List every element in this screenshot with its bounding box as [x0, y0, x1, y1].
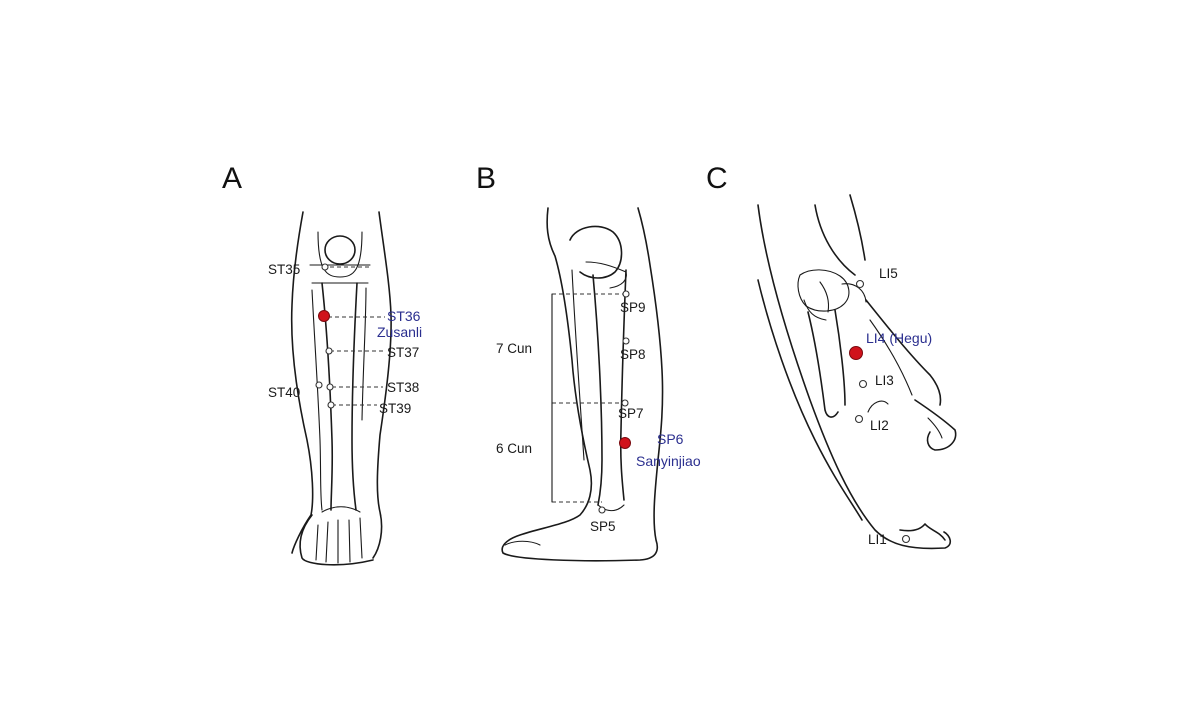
leg-medial-drawing	[501, 207, 664, 562]
sp5-point	[598, 506, 606, 514]
li3-point	[858, 379, 868, 389]
st39-label: ST39	[379, 401, 411, 416]
li2-point	[854, 414, 864, 424]
st37-point	[325, 347, 333, 355]
li3-label: LI3	[875, 373, 894, 388]
li2-label: LI2	[870, 418, 889, 433]
panel-a-label: A	[222, 162, 242, 195]
sp6-label: SP6	[657, 431, 684, 447]
sp9-label: SP9	[620, 300, 646, 315]
li5-label: LI5	[879, 266, 898, 281]
panel-b-label: B	[476, 162, 496, 195]
sp7-point	[621, 399, 629, 407]
st36-name: Zusanli	[377, 324, 422, 340]
panel-a: A	[222, 162, 422, 566]
lower-cun-measure: 6 Cun	[496, 441, 532, 456]
sp6-name: Sanyinjiao	[636, 453, 701, 469]
sp6-highlight-point	[619, 437, 631, 449]
li4-highlight-point	[849, 346, 863, 360]
st37-label: ST37	[387, 345, 419, 360]
panel-c-label: C	[706, 162, 728, 195]
st39-point	[327, 401, 335, 409]
sp9-point	[622, 290, 630, 298]
sp5-label: SP5	[590, 519, 616, 534]
sp8-point	[622, 337, 630, 345]
cun-bracket	[551, 293, 626, 503]
li5-point	[855, 279, 865, 289]
st38-label: ST38	[387, 380, 419, 395]
st36-highlight-point	[318, 310, 330, 322]
li1-point	[901, 534, 911, 544]
upper-cun-measure: 7 Cun	[496, 341, 532, 356]
sp7-label: SP7	[618, 406, 644, 421]
st40-point	[315, 381, 323, 389]
sp8-label: SP8	[620, 347, 646, 362]
st36-label: ST36	[387, 308, 421, 324]
panel-b: B 7 Cun 6 Cun	[476, 162, 701, 562]
st40-label: ST40	[268, 385, 300, 400]
st38-point	[326, 383, 334, 391]
li1-label: LI1	[868, 532, 887, 547]
leg-front-drawing	[290, 211, 392, 566]
panel-c: C	[706, 162, 957, 550]
li4-label: LI4 (Hegu)	[866, 330, 932, 346]
hand-drawing	[757, 194, 957, 550]
st35-label: ST35	[268, 262, 300, 277]
st35-point	[321, 263, 329, 271]
